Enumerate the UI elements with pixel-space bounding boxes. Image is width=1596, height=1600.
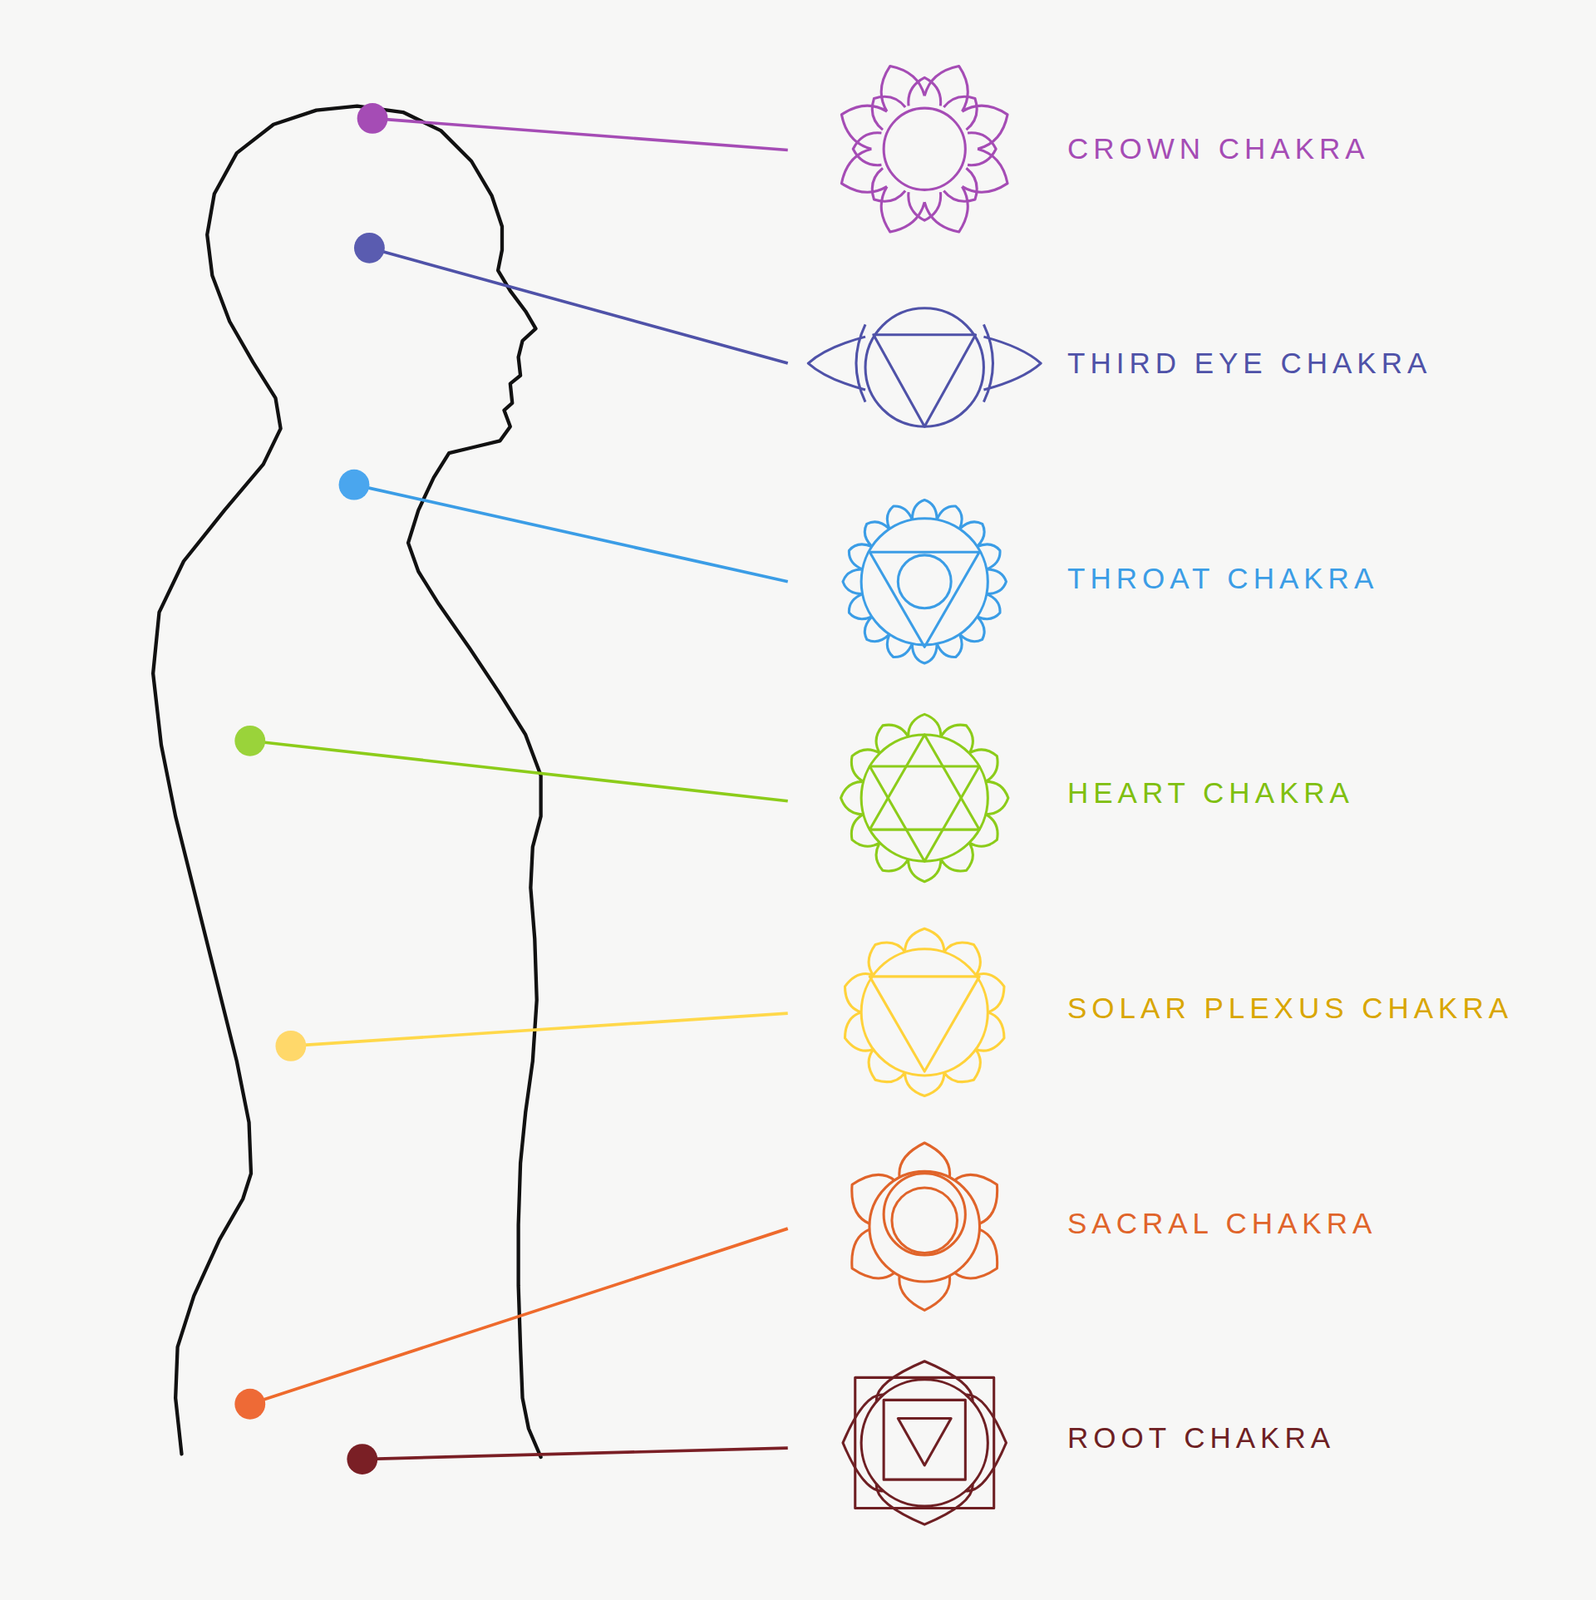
chakra-label: CROWN CHAKRA <box>1067 132 1370 166</box>
leader-lines <box>250 118 789 1459</box>
chakra-label: SACRAL CHAKRA <box>1067 1206 1377 1241</box>
chakra-label: SOLAR PLEXUS CHAKRA <box>1067 991 1513 1025</box>
chakra-label: HEART CHAKRA <box>1067 776 1355 810</box>
chakra-label: THIRD EYE CHAKRA <box>1067 346 1432 380</box>
chakra-dots <box>234 103 388 1475</box>
chakra-label: ROOT CHAKRA <box>1067 1421 1335 1455</box>
body-silhouette <box>152 106 541 1458</box>
chakra-symbols <box>807 65 1041 1525</box>
chakra-label: THROAT CHAKRA <box>1067 561 1379 596</box>
